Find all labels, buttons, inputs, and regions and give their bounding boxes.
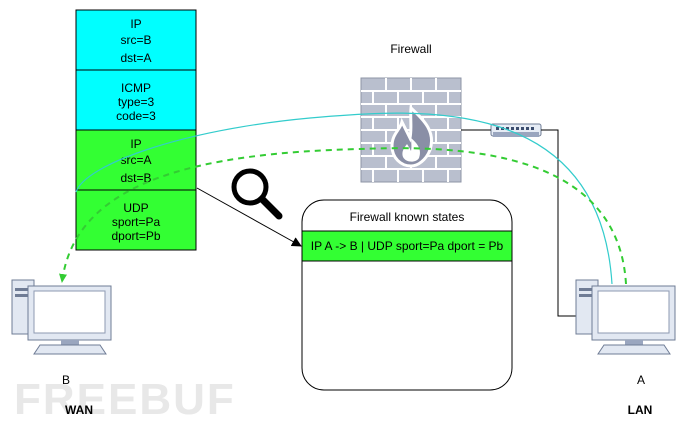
packet-udp-line: dport=Pb [111,229,160,243]
firewall-label: Firewall [390,42,431,56]
host-a-name: A [637,373,645,387]
state-entry-row [301,230,513,262]
host-a-zone: LAN [628,403,653,417]
firewall-brick-icon [360,77,462,183]
state-entry-text: IP A -> B | UDP sport=Pa dport = Pb [311,239,504,253]
packet-stack: IP src=B dst=A ICMP type=3 code=3 IP src… [75,9,197,251]
packet-icmp-line: ICMP [121,81,151,95]
packet-inner-ip-line: dst=B [120,171,151,185]
states-panel: Firewall known states IP A -> B | UDP sp… [301,199,513,391]
switch-lan-link [541,129,576,317]
packet-inner-ip: IP src=A dst=B [75,129,197,191]
packet-icmp-line: type=3 [118,95,155,109]
packet-inner-ip-line: IP [130,137,141,151]
packet-icmp: ICMP type=3 code=3 [75,69,197,131]
packet-icmp-line: code=3 [116,109,156,123]
host-b-zone: WAN [65,403,93,417]
packet-udp-line: sport=Pa [112,215,161,229]
icmp-return-path [75,112,613,285]
packet-udp-line: UDP [123,201,148,215]
watermark: FREEBUF [14,375,236,424]
packet-outer-ip-line: IP [130,17,141,31]
magnifier-icon [231,168,283,220]
packet-udp: UDP sport=Pa dport=Pb [75,189,197,251]
connections [196,129,576,317]
udp-outbound-path [59,147,627,285]
host-b-name: B [62,373,70,387]
packet-outer-ip-line: dst=A [120,51,151,65]
packet-inner-ip-line: src=A [120,153,151,167]
computer-icon [11,279,112,355]
lookup-arrow [196,187,302,247]
computer-icon [575,279,676,355]
packet-outer-ip-line: src=B [120,33,151,47]
packet-outer-ip: IP src=B dst=A [75,9,197,71]
network-switch-icon [490,123,542,137]
states-panel-title: Firewall known states [350,210,465,224]
